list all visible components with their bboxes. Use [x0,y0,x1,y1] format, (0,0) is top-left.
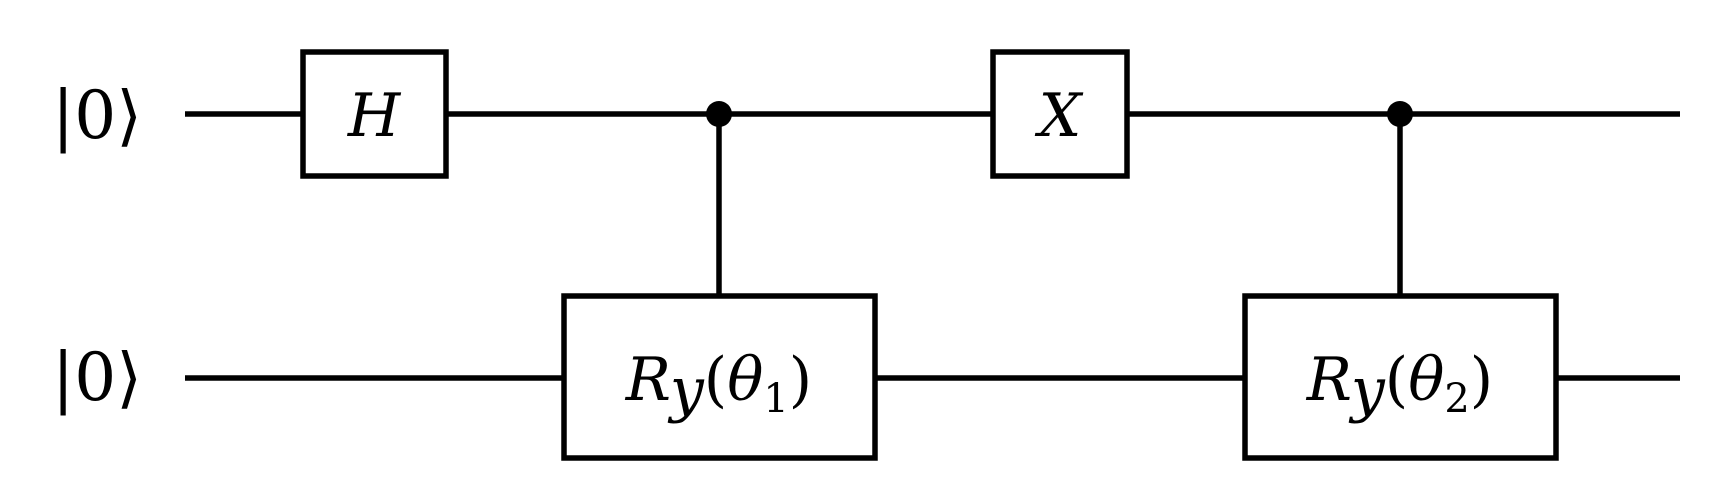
ket-value: 0 [74,77,116,154]
gate-theta: θ [727,345,763,415]
control-dot-1 [706,101,732,127]
ket-bar: | [52,77,74,154]
control-dot-2 [1387,101,1413,127]
gate-theta-index: 2 [1444,376,1469,422]
gate-letter: R [625,345,670,415]
controlled-ry-gate-2 [1242,293,1559,461]
gate-close-paren: ) [1470,345,1493,415]
gate-letter: R [1306,345,1351,415]
controlled-ry-gate-1 [561,293,878,461]
controlled-ry-gate-1-label: Ry(θ1) [625,345,812,425]
ket-angle: ⟩ [116,77,142,154]
hadamard-gate [300,49,449,179]
qubit-0-label: |0⟩ [52,77,142,154]
gate-subscript: y [1348,355,1386,425]
gate-close-paren: ) [789,345,812,415]
ket-bar: | [52,339,74,416]
controlled-ry-gate-2-label: Ry(θ2) [1306,345,1493,425]
gate-theta: θ [1408,345,1444,415]
qubit-1-label: |0⟩ [52,339,142,416]
pauli-x-gate-label: X [1035,81,1084,151]
gate-theta-index: 1 [763,376,788,422]
ket-value: 0 [74,339,116,416]
hadamard-gate-label: H [347,81,402,151]
gate-open-paren: ( [704,345,727,415]
ket-angle: ⟩ [116,339,142,416]
gate-subscript: y [667,355,705,425]
gate-open-paren: ( [1385,345,1408,415]
pauli-x-gate [990,49,1130,179]
